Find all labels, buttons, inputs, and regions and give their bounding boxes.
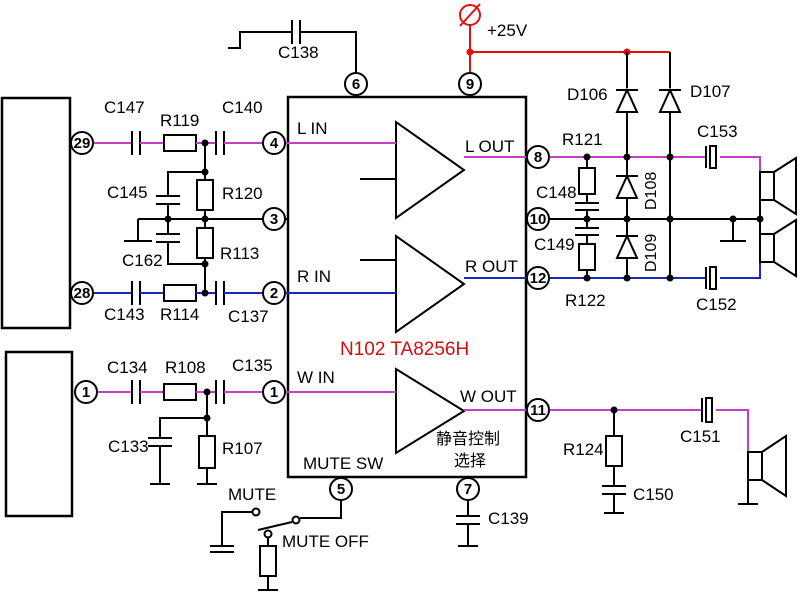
pin-label-w-in: W IN bbox=[297, 368, 335, 387]
label-r120: R120 bbox=[222, 184, 263, 203]
label-c150: C150 bbox=[633, 485, 674, 504]
label-c135: C135 bbox=[232, 356, 273, 375]
c139-group bbox=[456, 500, 480, 547]
label-r114: R114 bbox=[160, 305, 199, 324]
chip-name: N102 TA8256H bbox=[340, 339, 469, 360]
label-c152: C152 bbox=[696, 295, 737, 314]
pin-label-mute-select-2: 选择 bbox=[454, 451, 486, 470]
label-c140: C140 bbox=[222, 98, 263, 117]
label-c143: C143 bbox=[104, 305, 145, 324]
label-c139: C139 bbox=[488, 509, 529, 528]
pin-28-label: 28 bbox=[74, 285, 91, 302]
label-r119: R119 bbox=[160, 111, 199, 130]
pin-6-label: 6 bbox=[352, 76, 360, 93]
pin-label-mute-select-1: 静音控制 bbox=[436, 429, 500, 448]
label-mute-off: MUTE OFF bbox=[282, 532, 369, 551]
pin-4-label: 4 bbox=[270, 135, 279, 152]
right-input-path bbox=[93, 281, 396, 305]
label-d109: D109 bbox=[643, 234, 660, 272]
pin-12-label: 12 bbox=[530, 270, 547, 287]
pin-label-l-in: L IN bbox=[297, 119, 328, 138]
supply-rail bbox=[459, 3, 670, 72]
pin-label-l-out: L OUT bbox=[465, 137, 514, 156]
label-r121: R121 bbox=[562, 130, 603, 149]
pin-1-left-label: 1 bbox=[82, 384, 90, 401]
pin-1-left bbox=[74, 380, 98, 404]
label-d106: D106 bbox=[567, 85, 608, 104]
pin-12 bbox=[526, 266, 550, 290]
label-mute: MUTE bbox=[228, 485, 276, 504]
pin-label-r-out: R OUT bbox=[465, 257, 518, 276]
clamp-diodes bbox=[615, 52, 682, 278]
supply-label: +25V bbox=[487, 21, 528, 40]
output-ground-path bbox=[550, 200, 764, 242]
label-r113: R113 bbox=[220, 244, 259, 263]
pin-29 bbox=[70, 131, 94, 155]
label-c137: C137 bbox=[228, 307, 269, 326]
left-input-path bbox=[93, 131, 396, 155]
pin-7-label: 7 bbox=[464, 481, 472, 498]
woofer-output-path bbox=[464, 397, 758, 514]
mute-switch bbox=[210, 500, 342, 591]
pin-2-label: 2 bbox=[270, 285, 278, 302]
speaker-left bbox=[759, 156, 797, 216]
amp-left bbox=[395, 120, 466, 220]
left-source-block-lower bbox=[4, 350, 74, 518]
pin-11 bbox=[526, 398, 550, 422]
woofer-input-path bbox=[97, 380, 396, 485]
label-c138: C138 bbox=[278, 43, 319, 62]
amp-right bbox=[395, 234, 466, 334]
left-source-block-upper bbox=[0, 96, 72, 330]
label-c149: C149 bbox=[534, 235, 575, 254]
pin-8 bbox=[526, 145, 550, 169]
amp-woofer bbox=[395, 367, 466, 455]
label-d107: D107 bbox=[690, 82, 731, 101]
label-r108: R108 bbox=[165, 358, 206, 377]
label-r124: R124 bbox=[563, 440, 604, 459]
pin-28 bbox=[70, 281, 94, 305]
label-r122: R122 bbox=[565, 291, 606, 310]
pin-1-right bbox=[262, 380, 286, 404]
pin-10-label: 10 bbox=[530, 211, 547, 228]
pin-label-mute-sw: MUTE SW bbox=[303, 454, 383, 473]
label-c151: C151 bbox=[680, 427, 721, 446]
pin-label-w-out: W OUT bbox=[460, 387, 517, 406]
label-c133: C133 bbox=[108, 437, 149, 456]
pin-11-label: 11 bbox=[530, 402, 546, 419]
pin-5-label: 5 bbox=[337, 481, 345, 498]
output-snubbers bbox=[575, 157, 599, 278]
pin-4 bbox=[262, 131, 286, 155]
pin-label-r-in: R IN bbox=[297, 267, 331, 286]
label-d108: D108 bbox=[643, 172, 660, 210]
pin-8-label: 8 bbox=[534, 149, 542, 166]
label-c134: C134 bbox=[107, 358, 148, 377]
pin-2 bbox=[262, 281, 286, 305]
pin-10 bbox=[526, 207, 550, 231]
pin-29-label: 29 bbox=[74, 135, 91, 152]
label-r107: R107 bbox=[222, 439, 263, 458]
bias-network bbox=[124, 143, 262, 293]
speaker-right bbox=[759, 218, 797, 278]
label-c145: C145 bbox=[107, 183, 148, 202]
label-c147: C147 bbox=[104, 98, 145, 117]
c138-group bbox=[228, 20, 357, 97]
pin-3-label: 3 bbox=[270, 211, 278, 228]
label-c148: C148 bbox=[536, 183, 577, 202]
pin-9-label: 9 bbox=[466, 76, 474, 93]
pin-1-right-label: 1 bbox=[270, 384, 278, 401]
label-c153: C153 bbox=[697, 122, 738, 141]
label-c162: C162 bbox=[122, 251, 163, 270]
speaker-woofer bbox=[747, 434, 787, 498]
pin-3 bbox=[262, 207, 286, 231]
